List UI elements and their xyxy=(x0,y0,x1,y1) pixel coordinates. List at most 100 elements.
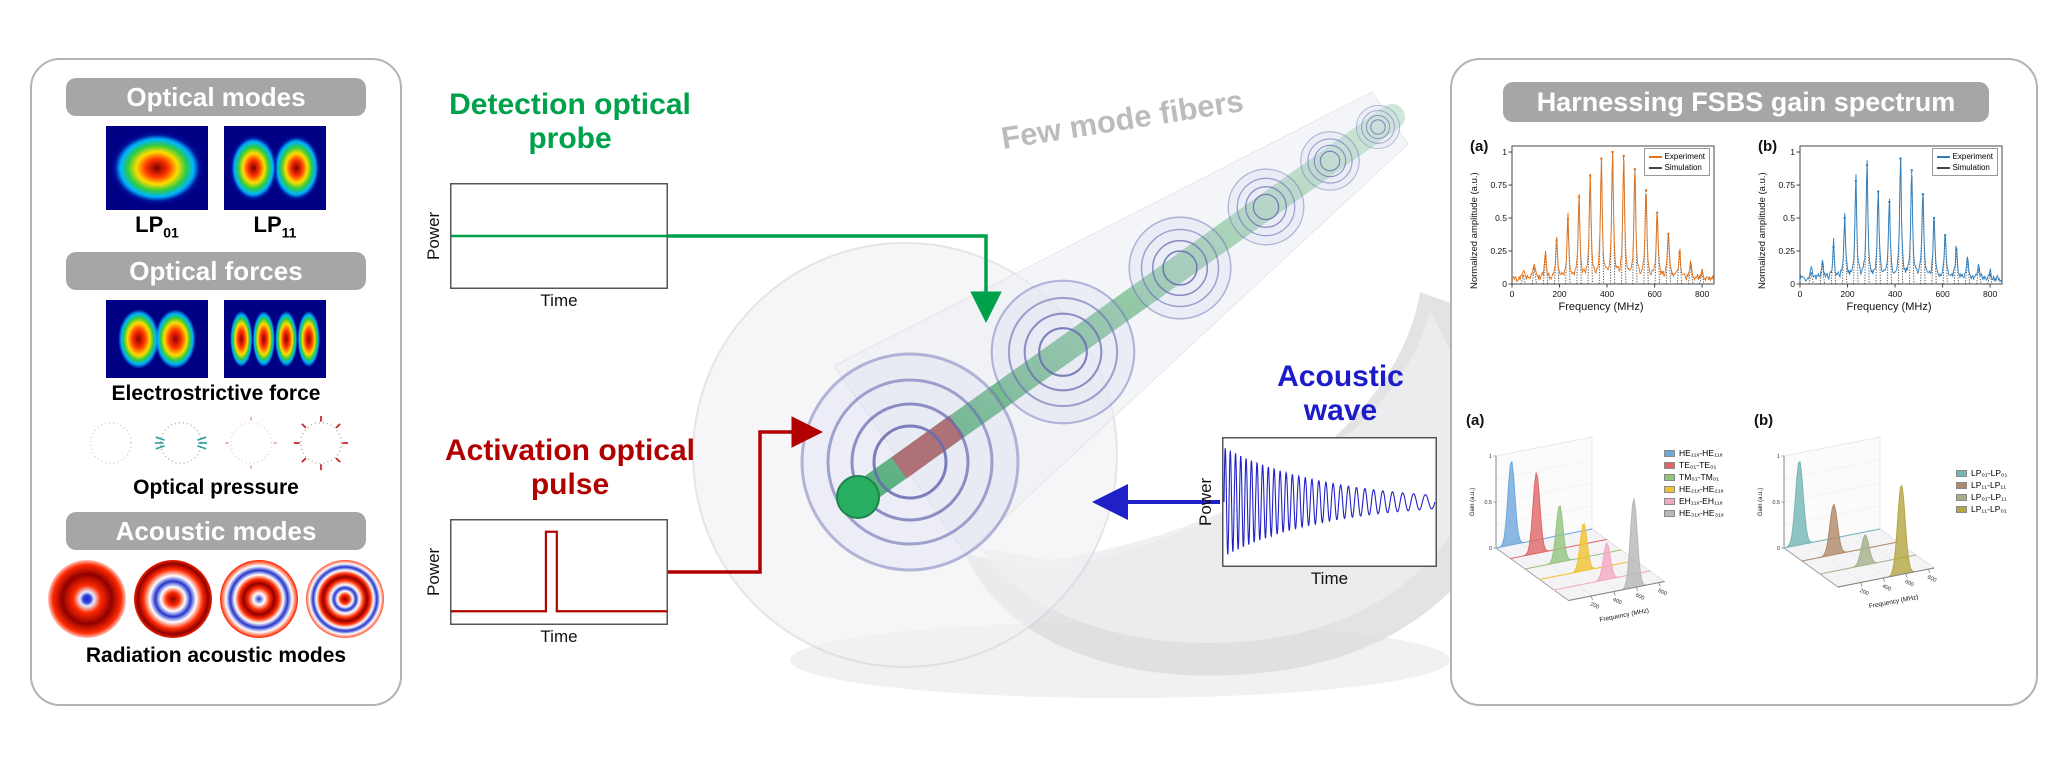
probe-power-chart: Power Time xyxy=(424,183,668,311)
lp11-label: LP11 xyxy=(253,212,297,241)
svg-text:1: 1 xyxy=(1777,454,1780,460)
spectrum-a-xlabel: Frequency (MHz) xyxy=(1558,301,1644,313)
lp01-mode-image xyxy=(106,126,208,210)
svg-text:0: 0 xyxy=(1489,546,1492,552)
pulse-chart-plot xyxy=(450,519,668,625)
svg-text:600: 600 xyxy=(1647,289,1661,299)
detection-probe-title: Detection optical probe xyxy=(449,88,691,155)
waterfall-b-legend: LP₀₁-LP₀₁ LP₁₁-LP₁₁ LP₀₁-LP₁₁ LP₁₁-LP₀₁ xyxy=(1952,465,2012,517)
simulation-legend-label: Simulation xyxy=(1664,163,1702,173)
spectrum-b-legend: Experiment Simulation xyxy=(1931,148,1998,177)
svg-text:0: 0 xyxy=(1777,546,1780,552)
mode-labels: LP01 LP11 xyxy=(106,212,326,240)
spectrum-a-legend: Experiment Simulation xyxy=(1643,148,1710,177)
svg-text:0.5: 0.5 xyxy=(1495,213,1507,223)
svg-text:0.5: 0.5 xyxy=(1484,500,1492,506)
svg-text:Gain (a.u.): Gain (a.u.) xyxy=(1470,488,1476,516)
legend-item: LP₀₁-LP₀₁ xyxy=(1956,468,2007,478)
acoustic-rings xyxy=(800,104,1401,572)
probe-xlabel: Time xyxy=(540,291,578,310)
lp11-mode-image xyxy=(224,126,326,210)
svg-text:800: 800 xyxy=(1657,588,1667,597)
legend-item: HE₁₁ₓ-HE₁₁ₓ xyxy=(1664,448,1724,458)
probe-chart-plot xyxy=(450,183,668,289)
acoustic-ylabel: Power xyxy=(1196,477,1215,527)
acoustic-mode-image-4 xyxy=(306,560,384,639)
legend-swatch xyxy=(1956,481,1967,489)
legend-label: LP₀₁-LP₀₁ xyxy=(1971,468,2008,478)
experiment-line-swatch xyxy=(1936,155,1950,158)
svg-text:0: 0 xyxy=(1790,279,1795,289)
legend-label: HE₃₁ₓ-HE₃₁ₓ xyxy=(1679,508,1724,518)
svg-text:0.5: 0.5 xyxy=(1772,500,1780,506)
optical-modes-header: Optical modes xyxy=(66,78,366,116)
svg-text:600: 600 xyxy=(1904,579,1915,588)
optical-forces-images xyxy=(106,300,326,379)
svg-text:0.25: 0.25 xyxy=(1490,246,1507,256)
svg-text:1: 1 xyxy=(1502,147,1507,157)
legend-label: LP₁₁-LP₀₁ xyxy=(1971,504,2007,514)
probe-arrow xyxy=(668,234,1002,323)
legend-label: TM₀₁-TM₀₁ xyxy=(1679,472,1720,482)
pressure-circle-3 xyxy=(224,417,278,470)
panel-letter-a: (a) xyxy=(1466,412,1485,429)
simulation-legend-label: Simulation xyxy=(1952,163,1990,173)
acoustic-chart-plot xyxy=(1222,437,1437,567)
acoustic-xlabel: Time xyxy=(1310,569,1349,588)
svg-text:400: 400 xyxy=(1881,583,1892,592)
spectrum-a-ylabel: Normalized amplitude (a.u.) xyxy=(1469,172,1480,290)
svg-text:600: 600 xyxy=(1935,289,1949,299)
panel-letter-a: (a) xyxy=(1470,138,1489,155)
electrostrictive-force-image-2 xyxy=(224,300,326,379)
panel-letter-b: (b) xyxy=(1754,412,1774,429)
acoustic-wave-title: Acoustic wave xyxy=(1277,360,1404,427)
svg-text:Frequency (MHz): Frequency (MHz) xyxy=(1868,594,1919,610)
pulse-power-chart: Power Time xyxy=(424,519,668,647)
pressure-circle-4 xyxy=(293,416,349,471)
probe-ylabel: Power xyxy=(424,211,443,261)
pressure-circle-2 xyxy=(154,422,208,465)
optical-pressure-label: Optical pressure xyxy=(133,476,299,500)
svg-text:Gain (a.u.): Gain (a.u.) xyxy=(1758,488,1764,516)
activation-pulse-title: Activation optical pulse xyxy=(444,434,696,501)
svg-text:0.5: 0.5 xyxy=(1783,213,1795,223)
acoustic-mode-image-3 xyxy=(220,560,298,639)
spectrum-b-xlabel: Frequency (MHz) xyxy=(1846,301,1932,313)
legend-label: TE₀₁-TE₀₁ xyxy=(1679,460,1717,470)
pulse-xlabel: Time xyxy=(540,627,578,646)
optical-pressure-images xyxy=(82,414,350,472)
acoustic-modes-images xyxy=(48,560,384,639)
pulse-ylabel: Power xyxy=(424,547,443,597)
legend-swatch xyxy=(1664,449,1675,457)
fsbs-panel: Harnessing FSBS gain spectrum (a) Normal… xyxy=(1450,58,2038,706)
legend-swatch xyxy=(1956,505,1967,513)
pressure-circle-1 xyxy=(89,422,133,465)
svg-text:1: 1 xyxy=(1790,147,1795,157)
legend-swatch xyxy=(1956,493,1967,501)
svg-text:600: 600 xyxy=(1634,593,1645,602)
legend-item: LP₀₁-LP₁₁ xyxy=(1956,492,2007,502)
experiment-line-swatch xyxy=(1648,155,1662,158)
legend-item: TM₀₁-TM₀₁ xyxy=(1664,472,1724,482)
spectrum-b-ylabel: Normalized amplitude (a.u.) xyxy=(1757,172,1768,290)
waterfall-a-legend: HE₁₁ₓ-HE₁₁ₓ TE₀₁-TE₀₁ TM₀₁-TM₀₁ HE₂₁ₓ-HE… xyxy=(1660,445,1728,521)
legend-item: TE₀₁-TE₀₁ xyxy=(1664,460,1724,470)
svg-text:800: 800 xyxy=(1983,289,1997,299)
svg-text:200: 200 xyxy=(1552,289,1566,299)
lp01-label: LP01 xyxy=(135,212,179,241)
svg-text:400: 400 xyxy=(1612,597,1623,606)
electrostrictive-force-image-1 xyxy=(106,300,208,379)
experiment-legend-label: Experiment xyxy=(1952,152,1993,161)
legend-item: EH₁₁ₓ-EH₁₁ₓ xyxy=(1664,496,1724,506)
panel-letter-b: (b) xyxy=(1758,138,1778,155)
legend-label: LP₀₁-LP₁₁ xyxy=(1971,492,2007,502)
legend-swatch xyxy=(1956,469,1967,477)
svg-text:0.75: 0.75 xyxy=(1490,180,1507,190)
svg-text:400: 400 xyxy=(1600,289,1614,299)
legend-item: LP₁₁-LP₀₁ xyxy=(1956,504,2007,514)
